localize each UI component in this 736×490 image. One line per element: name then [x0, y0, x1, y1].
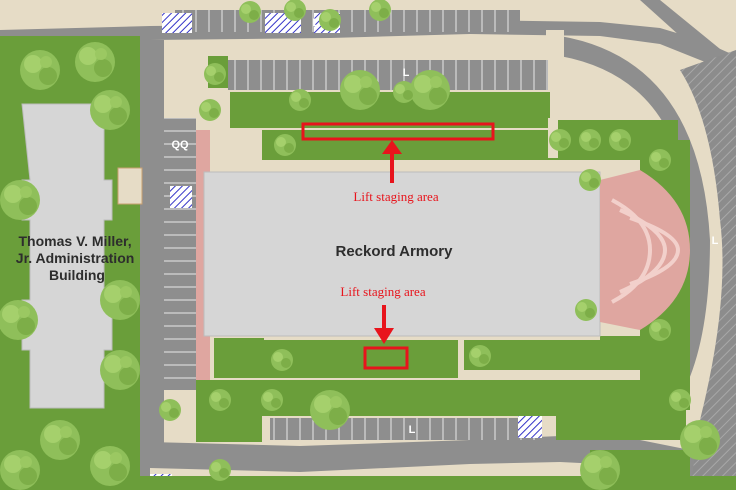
south-staging-label: Lift staging area: [340, 284, 425, 299]
miller-building-footprint: [21, 103, 143, 409]
lot-label-l-north: L: [403, 67, 410, 79]
south-staging-marker: [363, 305, 409, 370]
miller-building-label: Thomas V. Miller, Jr. Administration Bui…: [16, 233, 138, 283]
lot-label-l-top-small: L: [313, 17, 320, 29]
lot-label-l-east: L: [712, 235, 719, 247]
north-parking-lot: [162, 10, 548, 90]
west-parking-lot: [164, 118, 196, 390]
north-staging-marker: [301, 122, 495, 183]
armory-building-label: Reckord Armory: [336, 243, 454, 260]
accessible-parking-icon: [518, 416, 542, 438]
accessible-parking-icon: [170, 186, 192, 208]
accessible-parking-icon: [162, 13, 192, 33]
north-staging-label: Lift staging area: [353, 189, 438, 204]
armory-building-footprint: [203, 170, 690, 337]
lot-label-qq: QQ: [171, 139, 189, 151]
lot-label-l-south: L: [409, 424, 416, 436]
